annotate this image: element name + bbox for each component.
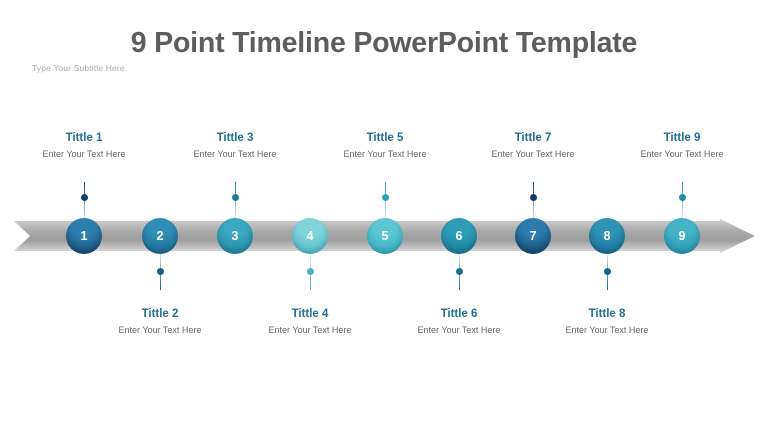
- page-title: 9 Point Timeline PowerPoint Template: [130, 27, 638, 59]
- node-number-label: 6: [455, 229, 463, 243]
- timeline-node-6[interactable]: 6: [441, 218, 477, 254]
- node-title: Tittle 2: [141, 308, 179, 320]
- node-title: Tittle 8: [588, 308, 626, 320]
- timeline-node-4[interactable]: 4: [292, 218, 328, 254]
- node-connector-dot: [231, 194, 239, 201]
- node-number-label: 9: [678, 229, 686, 243]
- timeline-label-block-7: Tittle 7 Enter Your Text Here: [453, 130, 613, 161]
- node-description: Enter Your Text Here: [417, 325, 501, 335]
- node-description: Enter Your Text Here: [343, 149, 427, 159]
- timeline-node-5[interactable]: 5: [367, 218, 403, 254]
- node-connector-dot: [381, 194, 389, 201]
- timeline-node-8[interactable]: 8: [589, 218, 625, 254]
- node-title: Tittle 9: [663, 132, 701, 144]
- timeline-label-block-1: Tittle 1 Enter Your Text Here: [4, 130, 164, 161]
- node-number-label: 4: [306, 229, 314, 243]
- timeline-node-1[interactable]: 1: [66, 218, 102, 254]
- timeline-label-block-3: Tittle 3 Enter Your Text Here: [155, 130, 315, 161]
- timeline-node-9[interactable]: 9: [664, 218, 700, 254]
- node-title: Tittle 5: [366, 132, 404, 144]
- timeline-label-block-8: Tittle 8 Enter Your Text Here: [527, 306, 687, 337]
- node-connector-dot: [529, 194, 537, 201]
- node-number-label: 8: [603, 229, 611, 243]
- node-connector-stem: [384, 182, 386, 222]
- timeline-label-block-4: Tittle 4 Enter Your Text Here: [230, 306, 390, 337]
- timeline-label-block-6: Tittle 6 Enter Your Text Here: [379, 306, 539, 337]
- node-number-label: 7: [529, 229, 537, 243]
- timeline-node-7[interactable]: 7: [515, 218, 551, 254]
- node-title: Tittle 7: [514, 132, 552, 144]
- node-connector-stem: [681, 182, 683, 222]
- node-connector-dot: [306, 268, 314, 275]
- node-connector-dot: [603, 268, 611, 275]
- node-description: Enter Your Text Here: [118, 325, 202, 335]
- node-number-label: 1: [80, 229, 88, 243]
- node-connector-stem: [83, 182, 85, 222]
- timeline-node-3[interactable]: 3: [217, 218, 253, 254]
- node-connector-dot: [678, 194, 686, 201]
- node-title: Tittle 6: [440, 308, 478, 320]
- node-title: Tittle 3: [216, 132, 254, 144]
- node-description: Enter Your Text Here: [565, 325, 649, 335]
- node-connector-dot: [156, 268, 164, 275]
- node-description: Enter Your Text Here: [491, 149, 575, 159]
- timeline-label-block-2: Tittle 2 Enter Your Text Here: [80, 306, 240, 337]
- node-description: Enter Your Text Here: [42, 149, 126, 159]
- timeline-label-block-9: Tittle 9 Enter Your Text Here: [602, 130, 762, 161]
- node-description: Enter Your Text Here: [193, 149, 277, 159]
- node-title: Tittle 1: [65, 132, 103, 144]
- timeline-node-2[interactable]: 2: [142, 218, 178, 254]
- node-number-label: 2: [156, 229, 164, 243]
- node-description: Enter Your Text Here: [640, 149, 724, 159]
- timeline-label-block-5: Tittle 5 Enter Your Text Here: [305, 130, 465, 161]
- page-subtitle: Type Your Subtitle Here: [32, 63, 125, 73]
- node-title: Tittle 4: [291, 308, 329, 320]
- node-description: Enter Your Text Here: [268, 325, 352, 335]
- node-connector-stem: [234, 182, 236, 222]
- node-connector-dot: [455, 268, 463, 275]
- node-number-label: 5: [381, 229, 389, 243]
- node-number-label: 3: [231, 229, 239, 243]
- node-connector-stem: [532, 182, 534, 222]
- node-connector-dot: [80, 194, 88, 201]
